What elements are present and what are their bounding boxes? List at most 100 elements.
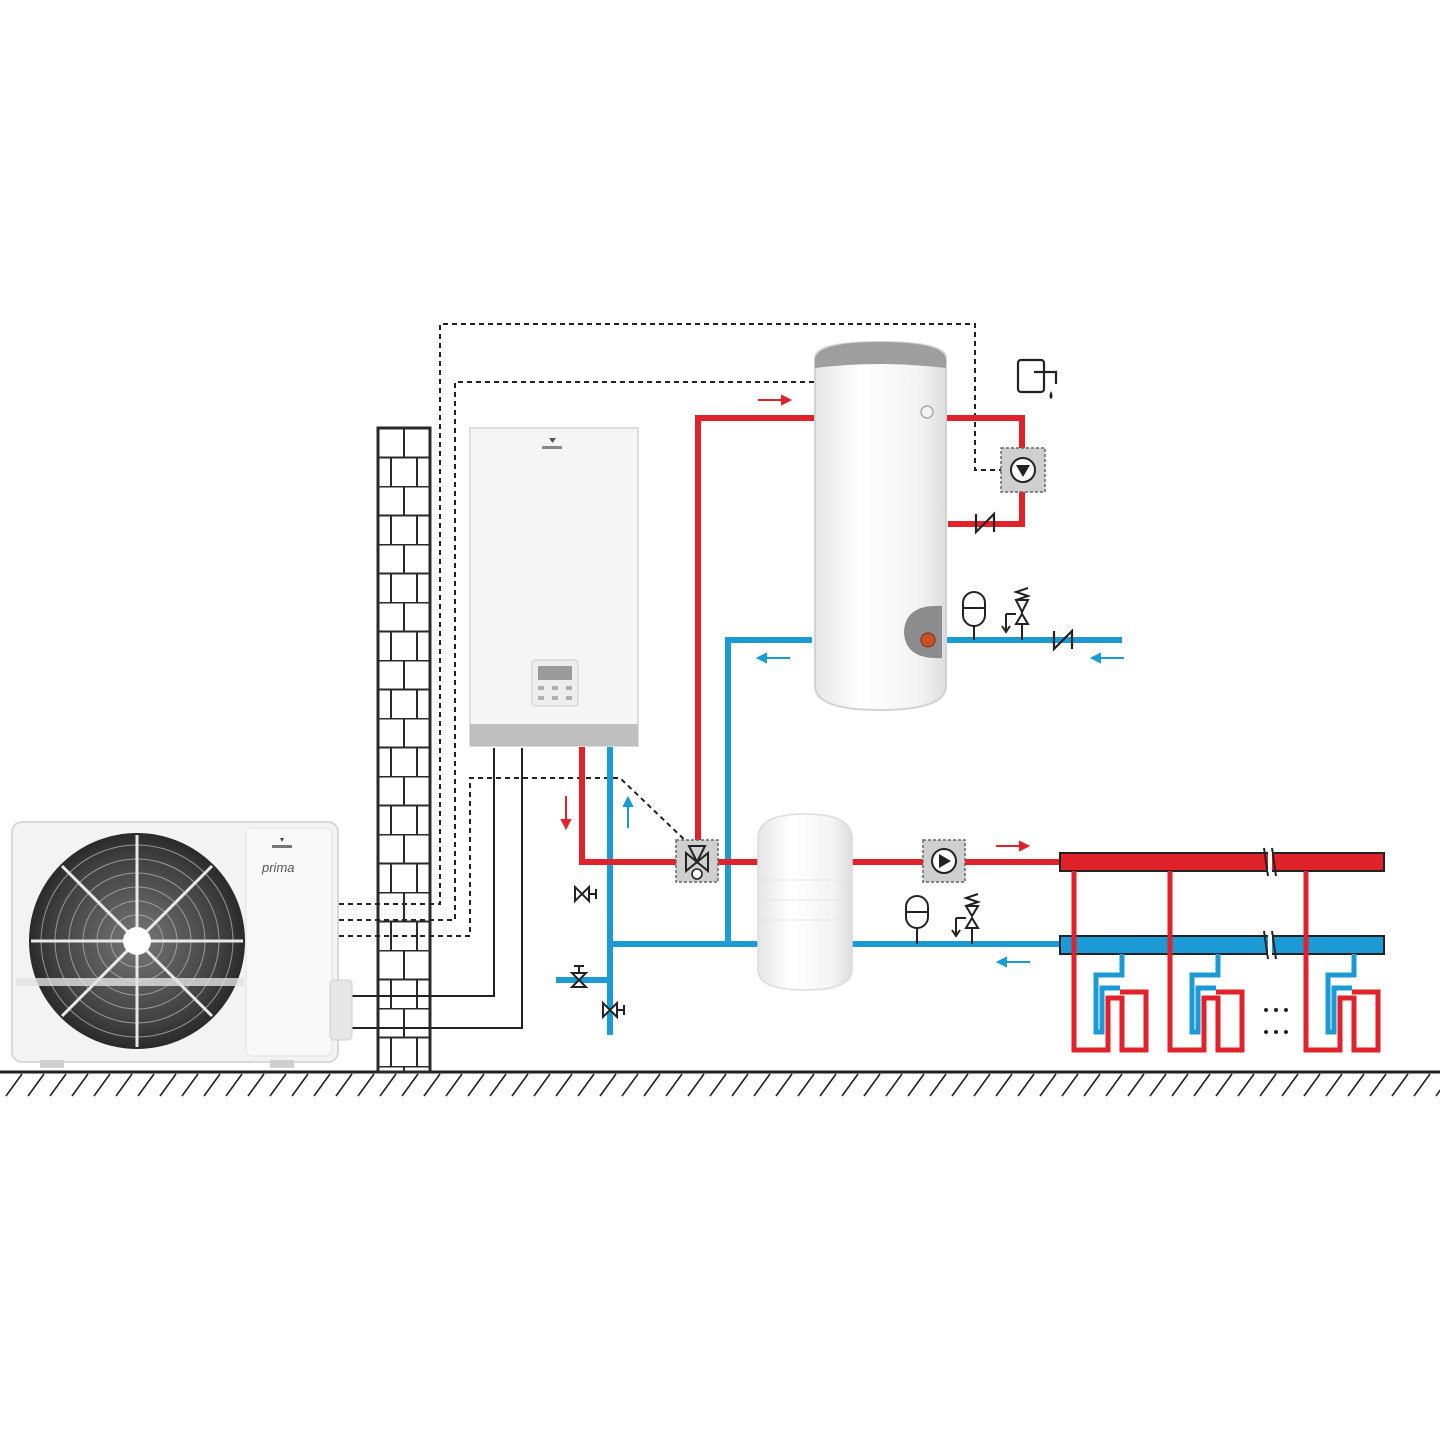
ground-hatch	[357, 1073, 375, 1097]
ground-hatch	[247, 1073, 265, 1097]
ground-hatch	[225, 1073, 243, 1097]
ground-hatch	[401, 1073, 419, 1097]
ground-hatch	[181, 1073, 199, 1097]
underfloor-loop-icon	[1167, 871, 1245, 1053]
check-valve-icon	[1052, 628, 1074, 652]
ground-hatch	[731, 1073, 749, 1097]
ground-hatch	[1347, 1073, 1365, 1097]
circulation-pump-icon	[922, 839, 966, 883]
underfloor-loop-icon	[1071, 871, 1149, 1053]
ground-hatch	[709, 1073, 727, 1097]
loop-supply-pipe	[1167, 871, 1245, 1053]
brand-logo	[272, 838, 292, 848]
model-label: prima	[261, 860, 295, 875]
faucet-icon	[1016, 358, 1058, 399]
expansion-vessel-icon	[962, 591, 986, 640]
ball-valve-icon	[574, 884, 597, 904]
loop-return-pipe	[1325, 954, 1357, 1035]
brick-wall	[376, 426, 432, 1074]
flow-arrow-icon	[622, 795, 634, 828]
underfloor-heating	[1059, 847, 1385, 1053]
loop-return-pipe	[1093, 954, 1125, 1035]
ground-hatch	[753, 1073, 771, 1097]
ground-hatch	[1171, 1073, 1189, 1097]
ground-hatch	[995, 1073, 1013, 1097]
ground-hatch	[1281, 1073, 1299, 1097]
ground-hatch	[1259, 1073, 1277, 1097]
ground-hatch	[511, 1073, 529, 1097]
ground-hatch	[643, 1073, 661, 1097]
buffer-tank	[757, 813, 853, 991]
ground-hatch	[467, 1073, 485, 1097]
check-valve-icon	[974, 511, 996, 535]
ground-hatch	[93, 1073, 111, 1097]
ground	[0, 1070, 1440, 1097]
dhw-cylinder	[814, 340, 947, 712]
ground-hatch	[137, 1073, 155, 1097]
control-panel-display	[531, 659, 579, 707]
more-loops-ellipsis	[1264, 1008, 1288, 1034]
supply-manifold	[1059, 847, 1385, 877]
ground-hatch	[1061, 1073, 1079, 1097]
return-manifold	[1059, 930, 1385, 960]
outdoor-heat-pump-unit: prima	[11, 821, 353, 1068]
ground-hatch	[555, 1073, 573, 1097]
ground-hatch	[929, 1073, 947, 1097]
ground-hatch	[687, 1073, 705, 1097]
ground-hatch	[313, 1073, 331, 1097]
flow-arrow-icon	[758, 394, 793, 406]
ground-hatch	[1391, 1073, 1409, 1097]
ground-hatch	[423, 1073, 441, 1097]
ground-hatch	[973, 1073, 991, 1097]
ground-hatch	[1369, 1073, 1387, 1097]
ground-hatch	[665, 1073, 683, 1097]
ground-hatch	[1017, 1073, 1035, 1097]
ground-hatch	[1435, 1089, 1440, 1097]
recirculation-pump-icon	[1000, 447, 1046, 493]
ground-hatch	[841, 1073, 859, 1097]
ground-hatch	[1303, 1073, 1321, 1097]
ground-hatch	[5, 1073, 23, 1097]
ground-hatch	[1039, 1073, 1057, 1097]
flow-arrow-icon	[1089, 652, 1124, 664]
ground-hatch	[885, 1073, 903, 1097]
ball-valve-icon	[569, 965, 589, 988]
ground-hatch	[951, 1073, 969, 1097]
loop-supply-pipe	[1303, 871, 1381, 1053]
brand-logo	[542, 438, 562, 449]
flow-arrow-icon	[995, 956, 1030, 968]
ground-hatch	[533, 1073, 551, 1097]
flow-arrow-icon	[755, 652, 790, 664]
ground-hatch	[775, 1073, 793, 1097]
underfloor-loop-icon	[1303, 871, 1381, 1053]
flow-arrow-icon	[996, 840, 1031, 852]
ground-hatch	[1413, 1073, 1431, 1097]
ground-hatch	[1215, 1073, 1233, 1097]
ground-hatch	[291, 1073, 309, 1097]
ground-hatch	[335, 1073, 353, 1097]
ground-hatch	[445, 1073, 463, 1097]
refrigerant-lines	[338, 748, 523, 1029]
ground-hatch	[1083, 1073, 1101, 1097]
ground-hatch	[1127, 1073, 1145, 1097]
ground-hatch	[599, 1073, 617, 1097]
three-way-valve-icon	[675, 839, 719, 883]
control-wires	[330, 323, 1008, 937]
ground-hatch	[577, 1073, 595, 1097]
ground-hatch	[71, 1073, 89, 1097]
expansion-vessel-icon	[905, 895, 929, 944]
indoor-hydro-unit	[469, 427, 639, 747]
ground-hatch	[1237, 1073, 1255, 1097]
ground-hatch	[907, 1073, 925, 1097]
fan-icon	[29, 833, 245, 1049]
ground-hatch	[159, 1073, 177, 1097]
ground-hatch	[1105, 1073, 1123, 1097]
ground-hatch	[27, 1073, 45, 1097]
safety-valve-icon	[951, 893, 982, 944]
ground-hatch	[489, 1073, 507, 1097]
ground-hatch	[203, 1073, 221, 1097]
loop-supply-pipe	[1071, 871, 1149, 1053]
ground-hatch	[1325, 1073, 1343, 1097]
ground-hatch	[797, 1073, 815, 1097]
